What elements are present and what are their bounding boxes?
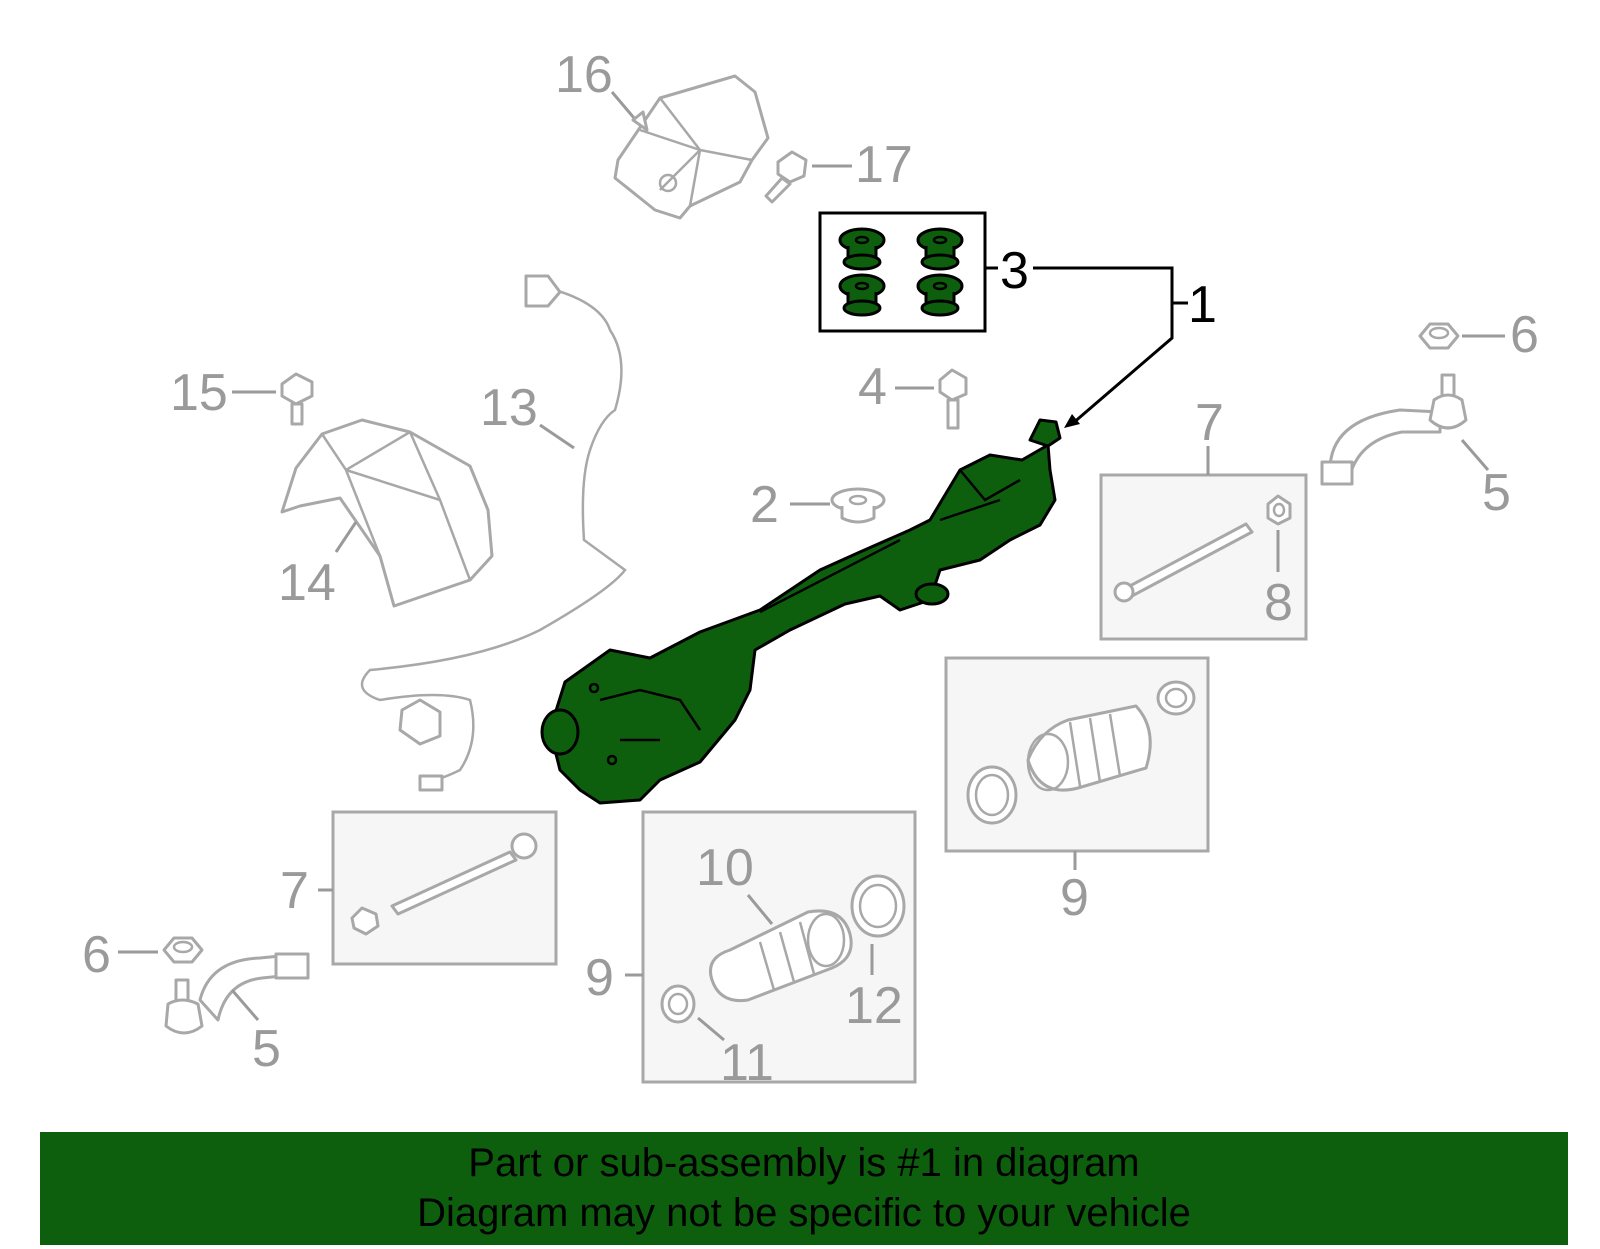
part-6-nut-upper[interactable] — [1418, 322, 1460, 350]
callout-15: 15 — [170, 364, 228, 422]
leader-10 — [746, 894, 774, 925]
leader-3-to-1 — [1033, 266, 1174, 426]
part-4-bolt[interactable] — [938, 368, 968, 430]
info-banner: Part or sub-assembly is #1 in diagram Di… — [40, 1132, 1568, 1245]
part-9-boot-kit-right[interactable] — [966, 680, 1196, 825]
part-14-heat-shield[interactable] — [280, 418, 494, 608]
part-2-bushing[interactable] — [830, 487, 886, 524]
part-11-clamp[interactable] — [660, 984, 696, 1024]
callout-4: 4 — [858, 358, 887, 416]
callout-2: 2 — [750, 476, 779, 534]
callout-3: 3 — [1000, 242, 1029, 300]
part-7-inner-tie-rod-lower[interactable] — [350, 832, 538, 936]
part-10-boot[interactable] — [709, 909, 853, 1003]
callout-13: 13 — [480, 379, 538, 437]
part-1-steering-gear[interactable] — [540, 418, 1062, 805]
callout-1: 1 — [1188, 276, 1217, 334]
leader-5-upper — [1460, 439, 1490, 471]
part-7-inner-tie-rod-upper[interactable] — [1113, 522, 1254, 603]
arrowhead-1 — [1064, 414, 1080, 428]
callout-11: 11 — [720, 1034, 774, 1092]
callout-9-right: 9 — [1060, 869, 1089, 927]
part-6-nut-lower[interactable] — [162, 936, 204, 964]
arrowhead-16 — [631, 110, 649, 132]
callout-7-lower: 7 — [280, 862, 309, 920]
banner-line-1: Part or sub-assembly is #1 in diagram — [468, 1141, 1140, 1185]
callout-14: 14 — [278, 554, 336, 612]
leader-13 — [539, 423, 575, 450]
callout-7-upper: 7 — [1195, 394, 1224, 452]
part-12-clamp[interactable] — [850, 874, 906, 938]
callout-8: 8 — [1264, 574, 1293, 632]
part-17-bolt[interactable] — [764, 150, 808, 204]
part-3-box[interactable] — [818, 211, 987, 333]
part-3-bushings[interactable] — [838, 227, 964, 317]
callout-5-lower: 5 — [252, 1020, 281, 1078]
callout-16: 16 — [555, 46, 613, 104]
banner-line-2: Diagram may not be specific to your vehi… — [417, 1191, 1191, 1235]
part-13-wiring-harness[interactable] — [360, 274, 627, 792]
callout-9-lower: 9 — [585, 949, 614, 1007]
callout-5-upper: 5 — [1482, 464, 1511, 522]
part-8-nut[interactable] — [1266, 494, 1292, 526]
callout-10: 10 — [696, 839, 754, 897]
callout-6-lower: 6 — [82, 926, 111, 984]
leader-5-lower — [230, 989, 260, 1021]
part-15-bolt[interactable] — [280, 372, 314, 426]
part-5-tie-rod-end-lower[interactable] — [164, 952, 310, 1035]
leader-11 — [697, 1016, 725, 1042]
callout-6-upper: 6 — [1510, 306, 1539, 364]
callout-17: 17 — [855, 136, 913, 194]
callout-12: 12 — [845, 977, 903, 1035]
part-16-heat-shield[interactable] — [613, 74, 770, 220]
leader-14 — [334, 521, 358, 553]
part-5-tie-rod-end-upper[interactable] — [1320, 373, 1468, 486]
